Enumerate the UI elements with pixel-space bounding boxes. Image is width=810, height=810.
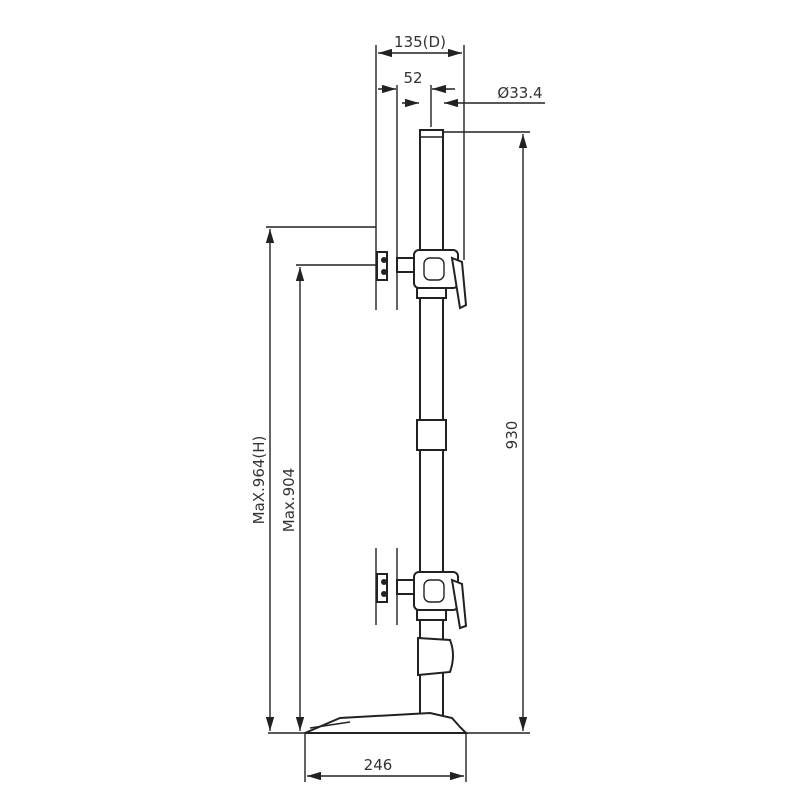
max-height-dimension: MaX.964(H) <box>250 226 376 731</box>
base-width-label: 246 <box>364 756 393 774</box>
max-height-label: MaX.964(H) <box>250 436 268 525</box>
diameter-dimension: Ø33.4 <box>402 84 545 108</box>
pole <box>416 129 447 721</box>
max-mount-height-dimension: Max.904 <box>280 264 376 731</box>
upper-monitor-mount <box>375 228 468 310</box>
depth-label: 135(D) <box>394 33 446 51</box>
height-lock-knob <box>417 636 454 677</box>
offset-label: 52 <box>403 69 422 87</box>
diameter-label: Ø33.4 <box>497 84 542 102</box>
lower-monitor-mount <box>375 548 468 677</box>
depth-dimension: 135(D) <box>375 33 465 260</box>
offset-dimension: 52 <box>378 69 455 228</box>
pole-height-dimension: 930 <box>443 131 530 731</box>
pole-height-label: 930 <box>503 421 521 450</box>
max-mount-height-label: Max.904 <box>280 468 298 532</box>
base-width-dimension: 246 <box>304 733 467 782</box>
pole-collar <box>416 419 447 451</box>
base <box>304 711 469 734</box>
